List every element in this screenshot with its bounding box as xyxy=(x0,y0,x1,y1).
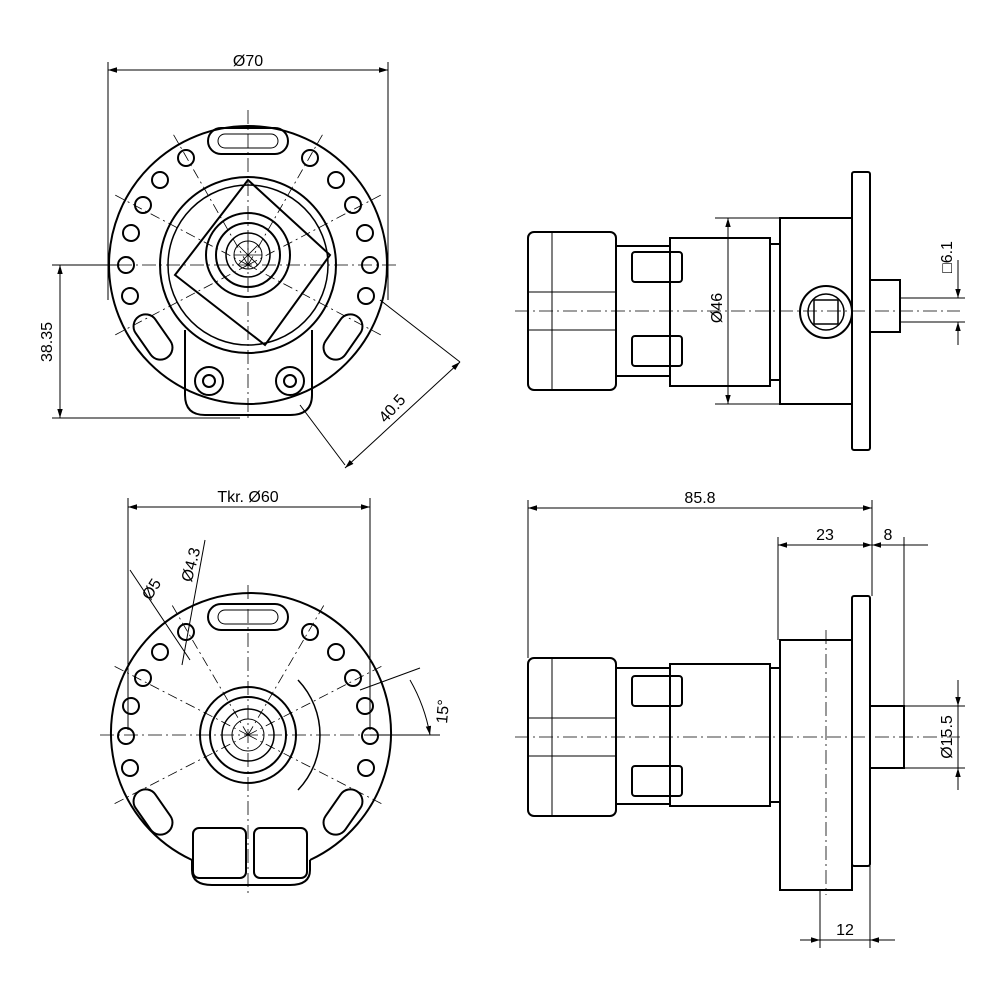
dim-top-diameter: Ø70 xyxy=(233,53,263,70)
left-slot xyxy=(132,313,174,361)
dim-hole-a: Ø5 xyxy=(139,576,165,603)
dims-top-left xyxy=(52,62,461,469)
drum-b xyxy=(669,663,771,807)
dims-bottom-right xyxy=(527,500,965,948)
housing-b xyxy=(779,639,853,891)
flange-plate-b xyxy=(851,595,871,867)
dim-side-diameter: Ø46 xyxy=(709,293,726,323)
dims-bottom-left xyxy=(127,498,440,736)
bolt-holes-bottom xyxy=(117,623,379,777)
foot-screw-right xyxy=(275,366,305,396)
square-housing xyxy=(173,178,332,347)
foot-bottom xyxy=(191,860,311,886)
dim-length-23: 23 xyxy=(816,527,834,544)
dim-top-diag: 40.5 xyxy=(376,392,410,427)
flange-bottom xyxy=(110,592,392,861)
shaft-stub xyxy=(869,279,901,333)
foot-screw-left xyxy=(194,366,224,396)
dims-top-right xyxy=(715,217,965,405)
foot-pocket-left xyxy=(192,827,247,879)
dim-square-key: □6.1 xyxy=(939,241,956,273)
front-view-bottom xyxy=(100,585,400,895)
bolt-holes-top xyxy=(117,149,379,305)
foot-pocket-right xyxy=(253,827,308,879)
dim-shaft-diameter: Ø15.5 xyxy=(939,715,956,759)
dim-top-height: 38.35 xyxy=(39,322,56,362)
dim-pitch-circle: Tkr. Ø60 xyxy=(217,489,278,506)
dim-length-8: 8 xyxy=(884,527,893,544)
side-view-bottom xyxy=(515,595,960,895)
dim-angle: 15° xyxy=(434,699,453,725)
side-view-top xyxy=(515,171,960,451)
dim-overall-length: 85.8 xyxy=(684,490,715,507)
right-slot xyxy=(322,313,364,361)
dim-length-12: 12 xyxy=(836,922,854,939)
front-view-top xyxy=(70,110,400,420)
mounting-foot xyxy=(184,330,313,416)
side-bore xyxy=(799,285,853,339)
